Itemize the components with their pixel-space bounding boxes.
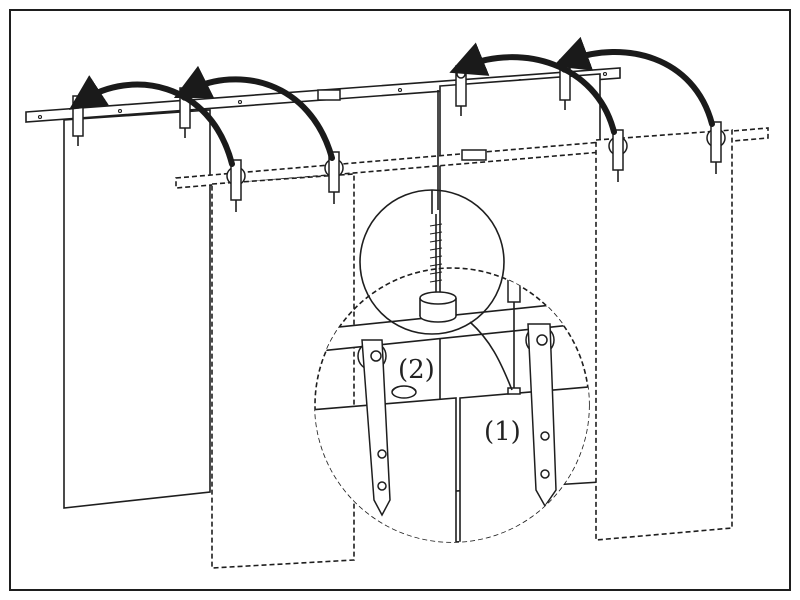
step-2-label: (2) <box>398 355 435 385</box>
back-rail-assembly <box>25 59 621 509</box>
front-hanger-4 <box>706 121 726 174</box>
front-door-left <box>211 173 355 569</box>
threaded-rod <box>429 214 443 292</box>
transfer-arrows <box>68 36 715 167</box>
detail-right-strap <box>525 323 557 508</box>
front-hanger-1 <box>226 159 246 212</box>
front-rail-joiner <box>461 149 487 161</box>
transfer-arrow-4 <box>553 36 715 127</box>
front-door-right <box>595 129 733 541</box>
transfer-arrow-1 <box>68 75 235 167</box>
magnified-inset <box>359 189 513 391</box>
transfer-arrow-2 <box>173 65 335 161</box>
diagram-frame <box>9 9 791 591</box>
detail-left-strap <box>357 339 391 517</box>
front-rail-assembly <box>175 121 769 569</box>
front-hanger-3 <box>608 129 628 182</box>
back-rail-joiner <box>317 89 341 101</box>
back-door-left <box>63 109 211 509</box>
cylinder-stop <box>419 291 457 323</box>
step-1-label: (1) <box>484 417 521 447</box>
front-hanger-2 <box>324 151 344 204</box>
